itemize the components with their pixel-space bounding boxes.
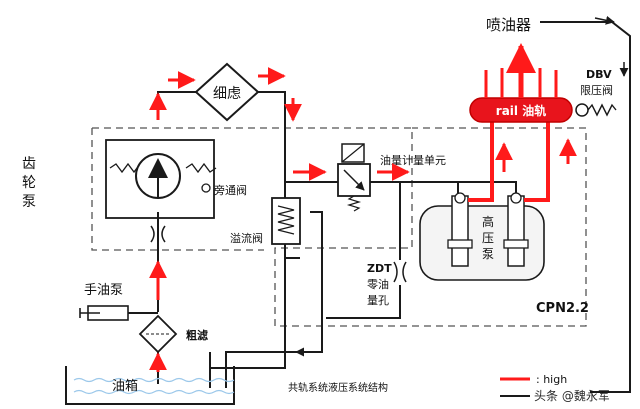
high-pressure-pump-label-3: 泵 — [482, 247, 494, 261]
coarse-filter-label: 粗滤 — [186, 328, 208, 342]
metering-unit-label: 油量计量单元 — [380, 153, 446, 167]
cpn-label: CPN2.2 — [536, 301, 589, 316]
dbv-valve: DBV 限压阀 — [575, 68, 617, 117]
diagram-caption: 共轨系统液压系统结构 — [288, 381, 388, 394]
return-arrows — [295, 15, 629, 357]
watermark: 头条 @魏永军 — [534, 388, 610, 403]
hydraulic-lines — [128, 21, 631, 393]
gear-pump-dashed-box — [91, 127, 587, 327]
zdt-name-label-2: 量孔 — [367, 294, 389, 307]
fuel-tank: 油箱 — [65, 366, 235, 405]
legend-high-label: : high — [536, 373, 567, 386]
high-pressure-pump-label-2: 压 — [482, 231, 494, 245]
fine-filter: 细虑 — [194, 62, 260, 122]
bypass-valve-label: 旁通阀 — [214, 183, 247, 197]
fuel-tank-label: 油箱 — [112, 378, 138, 394]
fine-filter-label: 细虑 — [213, 86, 241, 102]
high-pressure-pump-label-1: 高 — [482, 214, 494, 229]
high-pressure-lines — [468, 120, 550, 202]
coarse-filter: 粗滤 — [138, 314, 208, 354]
zdt-name-label-1: 零油 — [367, 277, 389, 291]
hand-pump: 手油泵 — [79, 283, 129, 321]
flow-arrows — [149, 67, 577, 372]
dbv-code-label: DBV — [586, 68, 612, 81]
gear-pump-label: 齿 轮 泵 — [22, 156, 36, 210]
injector-lines — [484, 68, 558, 98]
metering-unit: 油量计量单元 — [337, 143, 446, 212]
injector-label: 喷油器 — [486, 16, 531, 34]
dbv-name-label: 限压阀 — [580, 83, 613, 97]
gear-pump-label-1: 齿 — [22, 156, 36, 172]
zdt-orifice: ZDT 零油 量孔 — [367, 261, 407, 307]
overflow-valve-label: 溢流阀 — [230, 231, 263, 245]
throttle-symbol — [150, 225, 166, 243]
hand-pump-label: 手油泵 — [84, 283, 123, 298]
zdt-code-label: ZDT — [367, 262, 392, 275]
gear-pump-label-2: 轮 — [22, 175, 36, 191]
gear-pump — [105, 139, 217, 219]
rail-label: rail 油轨 — [496, 103, 546, 118]
overflow-valve: 溢流阀 — [230, 197, 301, 245]
fuel-rail: rail 油轨 — [469, 97, 573, 123]
high-pressure-pump: 高 压 泵 — [419, 192, 545, 281]
legend: : high — [500, 373, 567, 397]
gear-pump-label-3: 泵 — [22, 194, 36, 210]
